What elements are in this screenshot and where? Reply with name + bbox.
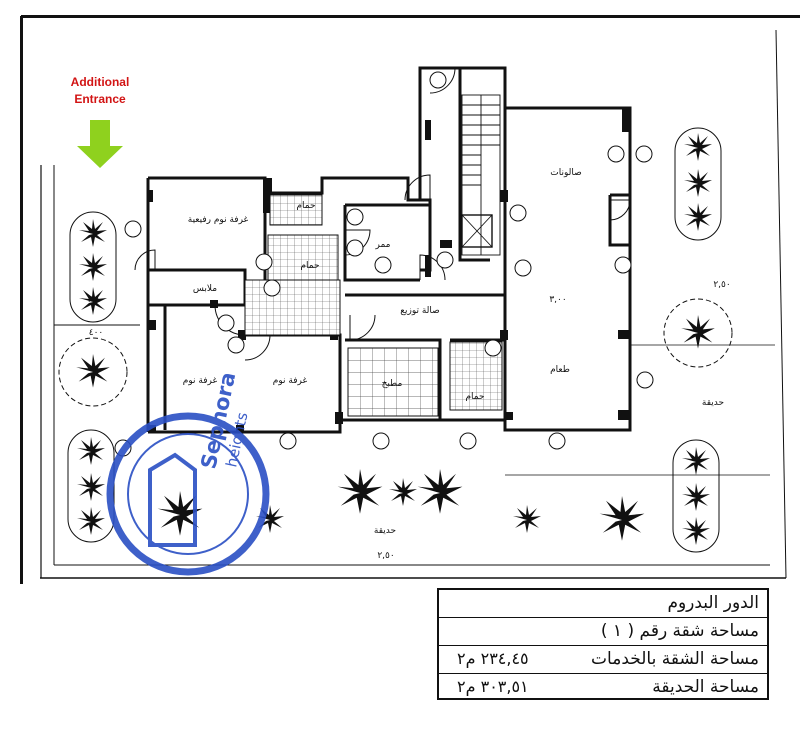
garden-palms: [157, 469, 645, 541]
label-kitchen: مطبخ: [382, 379, 403, 389]
label-garden-bottom: حديقة: [374, 526, 396, 536]
label-bath-c: حمام: [465, 392, 484, 402]
company-stamp: Sephora heights: [106, 370, 270, 576]
grid-markers: [114, 71, 654, 457]
plot-boundary-right: [775, 29, 787, 579]
area-info-table: الدور البدروم مساحة شقة رقم ( ١ ) مساحة …: [437, 588, 769, 700]
info-row-title: الدور البدروم: [439, 590, 767, 618]
label-salons: صالونات: [550, 168, 582, 178]
garden-area-value: ٣٠٣,٥١ م٢: [457, 677, 529, 696]
apartment-label: مساحة شقة رقم ( ١ ): [600, 621, 759, 641]
label-maid-bedroom: غرفة نوم رفيعية: [188, 215, 249, 225]
services-area-value: ٢٣٤,٤٥ م٢: [457, 649, 529, 668]
label-bedroom-2: غرفة نوم: [273, 376, 308, 386]
label-bath-a: حمام: [296, 201, 315, 211]
entrance-label-line1: Additional: [70, 75, 130, 89]
dim-300: ٣,٠٠: [549, 295, 566, 305]
label-dining: طعام: [550, 365, 570, 375]
label-corridor: ممر: [375, 240, 391, 250]
sheet-border-left: [20, 16, 23, 584]
info-row-apartment: مساحة شقة رقم ( ١ ): [439, 618, 767, 646]
dim-280: ٢,٨٠: [87, 295, 104, 305]
dim-250-bottom: ٢,٥٠: [377, 551, 394, 561]
right-planters: [672, 127, 722, 553]
services-area-label: مساحة الشقة بالخدمات: [591, 649, 759, 669]
entrance-label-line2: Entrance: [74, 92, 126, 106]
round-trees: [58, 298, 733, 407]
door-swings: [134, 67, 631, 361]
sheet-border-top: [21, 15, 800, 18]
label-distribution-hall: صالة توزيع: [400, 306, 440, 316]
dim-250-right: ٢,٥٠: [713, 280, 730, 290]
dim-400: ٤٠٠: [89, 328, 104, 338]
dimension-labels: ٣,٠٠ ٢,٥٠ ٢,٥٠ ٢,٨٠ ٤٠٠: [87, 280, 730, 561]
staircase: [461, 94, 501, 256]
label-bedroom-1: غرفة نوم: [183, 376, 218, 386]
room-labels: غرفة نوم رفيعية حمام حمام حمام ملابس ممر…: [183, 168, 724, 536]
label-dressing: ملابس: [193, 284, 217, 294]
floor-title: الدور البدروم: [667, 593, 759, 613]
label-garden-right: حديقة: [702, 398, 724, 408]
garden-area-label: مساحة الحديقة: [652, 677, 759, 697]
left-planters: [67, 211, 117, 543]
additional-entrance-label: Additional Entrance: [50, 74, 150, 108]
label-bath-b: حمام: [300, 261, 319, 271]
info-row-services-area: مساحة الشقة بالخدمات ٢٣٤,٤٥ م٢: [439, 646, 767, 674]
info-row-garden-area: مساحة الحديقة ٣٠٣,٥١ م٢: [439, 674, 767, 700]
entrance-arrow: [77, 120, 123, 168]
